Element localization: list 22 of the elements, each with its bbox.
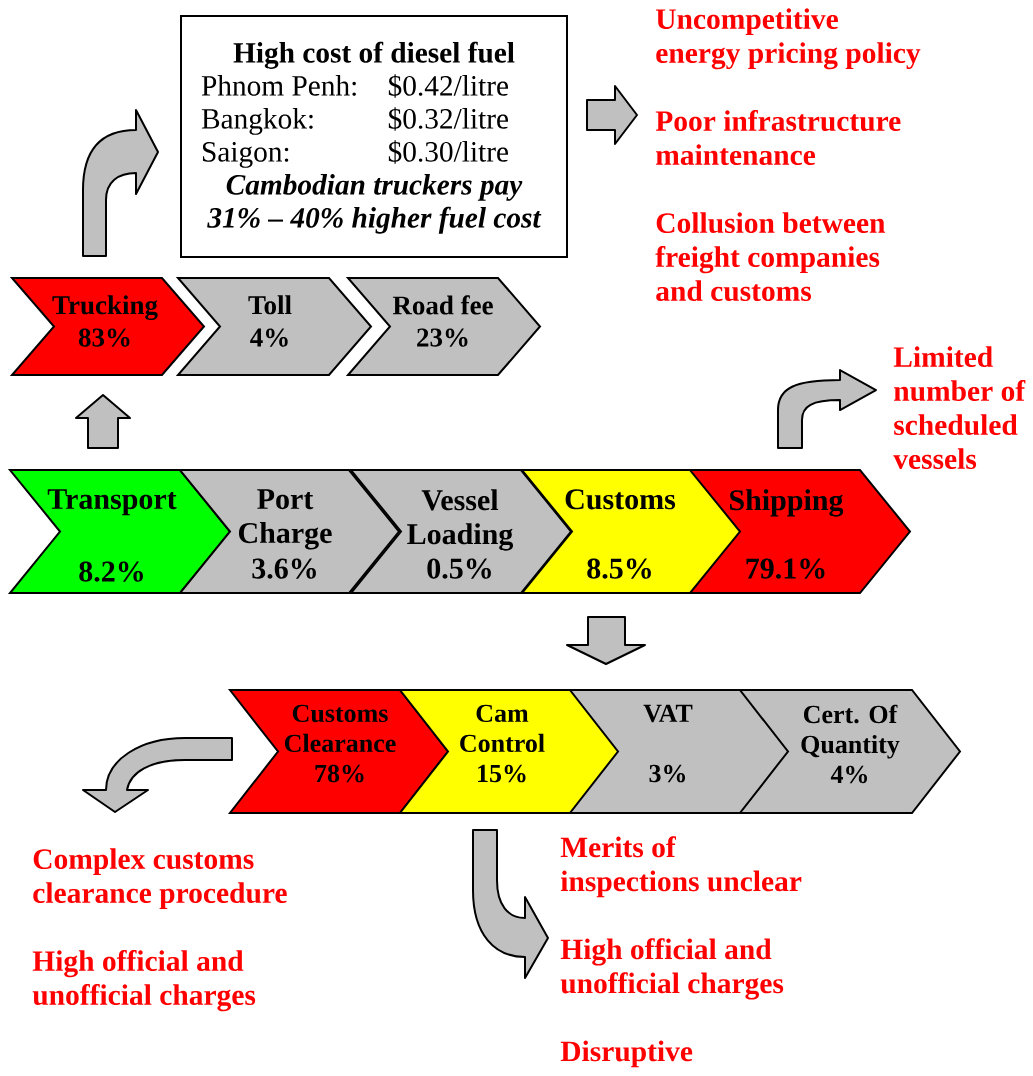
issue-text: Complex customs clearance procedure High official and unofficial charges [32, 848, 287, 1012]
chevron-step: Cert. Of Quantity 4% [737, 689, 962, 814]
chevron-step: Cam Control 15% [397, 689, 621, 814]
chevron-step: Transport 8.2% [7, 469, 232, 594]
block-arrow [566, 616, 646, 665]
block-arrow [586, 85, 638, 145]
issue-text: Merits of inspections unclear High official and unofficial charges Disruptive [560, 836, 802, 1068]
chevron-step: Shipping 79.1% [687, 469, 912, 594]
issue-text: Limited number of scheduled vessels [893, 346, 1026, 470]
chevron-step: Road fee 23% [345, 277, 542, 376]
chevron-step: Port Charge 3.6% [177, 469, 401, 594]
info-box: High cost of diesel fuel Phnom Penh: $0.42/litre Bangkok: $0.32/litre Saigon: $0.30/litre Cambodian truckers pay 31% – 40% higher fuel cost [180, 15, 568, 258]
block-arrow [82, 737, 233, 813]
chevron-step: Toll 4% [175, 277, 373, 376]
chevron-step: Trucking 83% [9, 277, 206, 376]
block-arrow [82, 109, 159, 257]
chevron-step: Customs Clearance 78% [227, 689, 450, 814]
issue-text: Uncompetitive energy pricing policy Poor infrastructure maintenance Collusion between freight companies and customs [655, 8, 921, 302]
block-arrow [777, 369, 877, 449]
block-arrow [472, 829, 549, 979]
block-arrow [75, 394, 131, 449]
chevron-step: VAT 3% [567, 689, 792, 814]
